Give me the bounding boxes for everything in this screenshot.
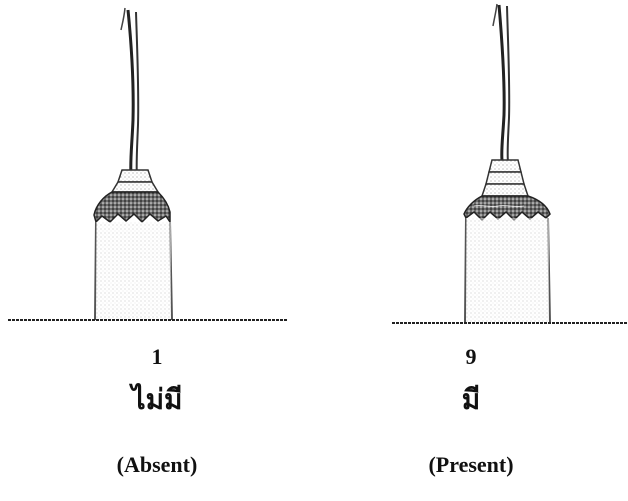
label-english: (Present) — [314, 452, 628, 478]
sample-number: 9 — [314, 344, 628, 370]
plant-absent-illustration — [0, 0, 314, 330]
bud-head — [94, 192, 170, 222]
panel-absent: 1 ไม่มี (Absent) — [0, 0, 314, 501]
panel-present: 9 มี (Present) — [314, 0, 628, 501]
stalk — [128, 10, 133, 175]
stalk — [499, 5, 504, 160]
neck — [118, 170, 152, 182]
label-thai: มี — [314, 378, 628, 422]
label-english: (Absent) — [0, 452, 314, 478]
neck — [489, 160, 521, 172]
plant-present-illustration — [314, 0, 628, 330]
label-thai: ไม่มี — [0, 378, 314, 422]
bud-head — [464, 196, 550, 220]
sample-number: 1 — [0, 344, 314, 370]
